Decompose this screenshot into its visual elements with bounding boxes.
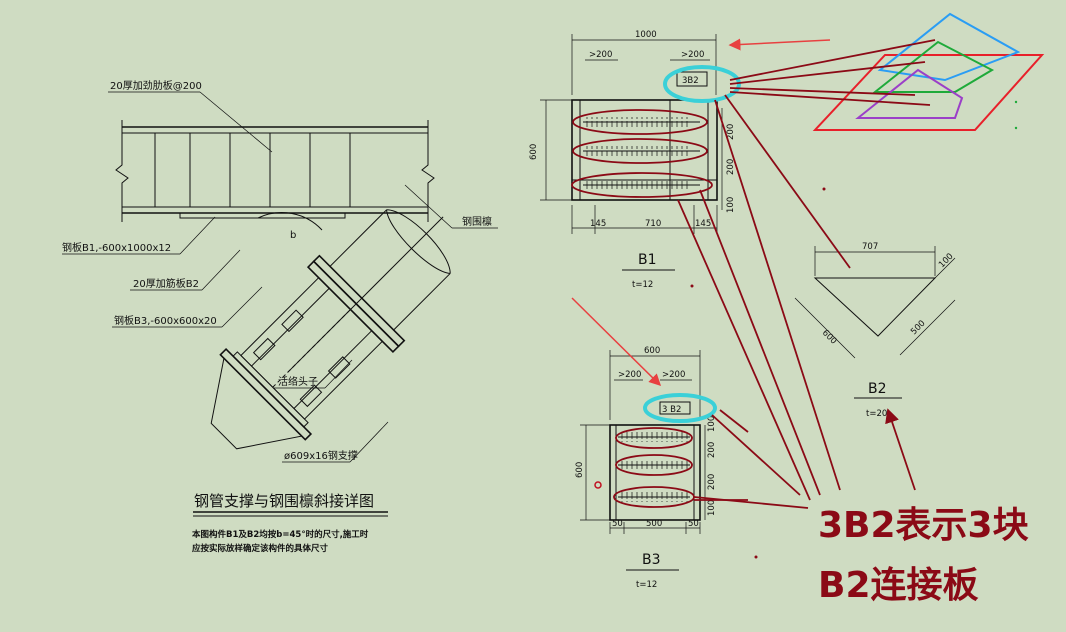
b2-triangle — [813, 277, 937, 337]
steel-strut-assembly — [210, 209, 451, 450]
b1-name: B1 — [638, 252, 657, 268]
angle-arc — [257, 212, 323, 231]
b1-tag-highlight — [663, 65, 741, 103]
b2-thickness: t=20 — [866, 409, 887, 419]
b3-name: B3 — [642, 552, 661, 568]
note-line-1: 本图构件B1及B2均按b=45°时的尺寸,施工时 — [192, 529, 369, 540]
b3-thickness: t=12 — [636, 580, 657, 590]
b1-dim-left: >200 — [589, 50, 612, 60]
b3-tag-highlight — [643, 393, 717, 423]
b3-dim-height: 600 — [575, 462, 585, 478]
b3-dim-200b: 200 — [707, 474, 717, 490]
main-detail: b 20厚加劲肋板@200 钢围檩 钢板B1,-600x1000x12 20厚加… — [62, 79, 498, 554]
b3-dim-right: >200 — [662, 370, 685, 380]
plate-b1-detail: 1000 >200 >200 3B2 600 200 200 100 145 7… — [529, 30, 736, 290]
b1-dim-right: >200 — [681, 50, 704, 60]
b2-dim-600: 600 — [820, 328, 839, 347]
b1-dim-145a: 145 — [590, 219, 606, 229]
annotation-line-2: B2连接板 — [818, 565, 979, 606]
plate-b3-detail: 600 >200 >200 3 B2 600 100 200 200 100 5… — [575, 346, 717, 590]
b1-dim-145b: 145 — [695, 219, 711, 229]
annotation-line-1: 3B2表示3块 — [818, 505, 1029, 546]
plate-b1 — [179, 212, 346, 219]
label-rib-b2: 20厚加筋板B2 — [133, 277, 199, 290]
b3-dim-50a: 50 — [612, 519, 623, 529]
b1-dim-height: 600 — [529, 144, 539, 160]
note-line-2: 应按实际放样确定该构件的具体尺寸 — [192, 543, 329, 554]
b3-dim-100b: 100 — [707, 500, 717, 516]
b3-dim-50b: 50 — [688, 519, 699, 529]
label-joint: 活络头子 — [278, 375, 318, 388]
annotation-overlays: 3B2表示3块 B2连接板 — [571, 38, 1029, 606]
b3-dim-left: >200 — [618, 370, 641, 380]
plate-sketch-colored — [812, 12, 1045, 131]
b1-tag: 3B2 — [682, 76, 699, 86]
b1-dim-710: 710 — [645, 219, 661, 229]
b1-dim-200b: 200 — [726, 159, 736, 175]
b2-dim-707: 707 — [862, 242, 878, 252]
steel-waler-beam — [115, 120, 435, 222]
b3-tag: 3 B2 — [662, 405, 681, 415]
b3-dim-500: 500 — [646, 519, 662, 529]
plate-b2-detail: 707 100 600 500 B2 t=20 — [794, 242, 956, 419]
b1-dim-100: 100 — [726, 197, 736, 213]
drawing-title: 钢管支撑与钢围檩斜接详图 — [194, 492, 374, 510]
label-plate-b1: 钢板B1,-600x1000x12 — [62, 241, 171, 254]
b2-dim-100: 100 — [937, 252, 956, 271]
label-strut: ø609x16钢支撑 — [284, 449, 358, 462]
b3-dim-200a: 200 — [707, 442, 717, 458]
b1-dim-total: 1000 — [635, 30, 657, 40]
b3-dim-100: 100 — [707, 416, 717, 432]
label-stiffener: 20厚加劲肋板@200 — [110, 79, 202, 92]
label-waler: 钢围檩 — [462, 215, 492, 228]
b2-dim-500: 500 — [909, 319, 928, 338]
b2-name: B2 — [868, 381, 887, 397]
label-plate-b3: 钢板B3,-600x600x20 — [114, 314, 217, 327]
b3-dim-total: 600 — [644, 346, 660, 356]
b1-dim-200a: 200 — [726, 124, 736, 140]
angle-mark: b — [290, 230, 296, 241]
b1-thickness: t=12 — [632, 280, 653, 290]
